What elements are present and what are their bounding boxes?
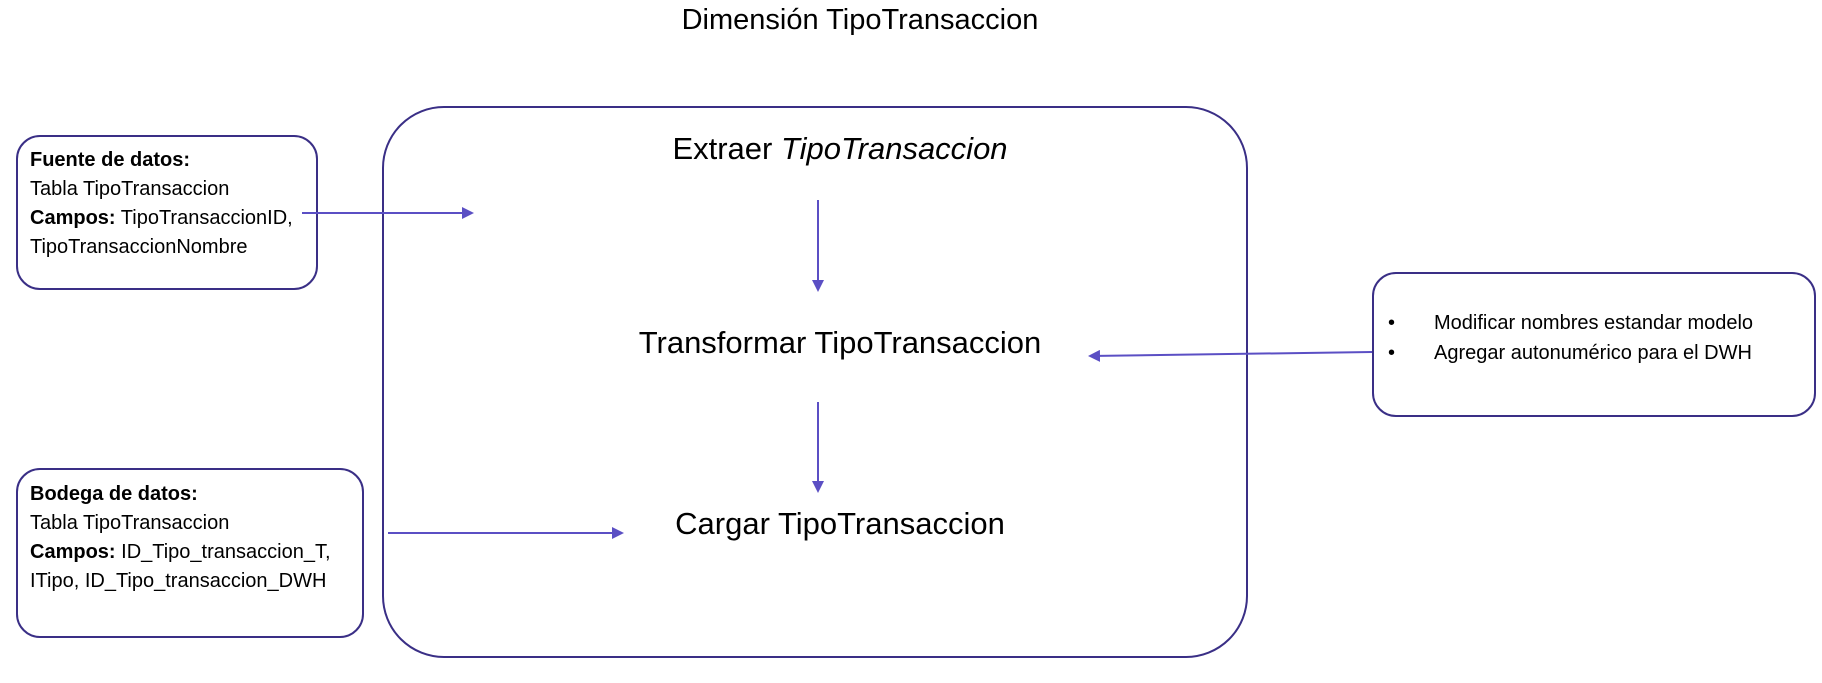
- data-source-table: Tabla TipoTransaccion: [30, 178, 230, 200]
- transform-note-item: Agregar autonumérico para el DWH: [1386, 338, 1753, 368]
- step-extract: Extraer TipoTransaccion: [520, 130, 1160, 168]
- etl-process-box: [382, 106, 1248, 658]
- data-warehouse-fields-line1: ID_Tipo_transaccion_T,: [115, 541, 331, 563]
- data-source-heading: Fuente de datos:: [30, 149, 191, 171]
- data-warehouse-content: Bodega de datos: Tabla TipoTransaccion C…: [30, 480, 331, 596]
- step-extract-entity: TipoTransaccion: [780, 131, 1008, 166]
- step-load: Cargar TipoTransaccion: [675, 506, 1005, 541]
- data-source-fields-label: Campos:: [30, 207, 116, 229]
- data-warehouse-fields-line2: ITipo, ID_Tipo_transaccion_DWH: [30, 570, 327, 592]
- data-source-content: Fuente de datos: Tabla TipoTransaccion C…: [30, 146, 293, 262]
- data-warehouse-box: [16, 468, 364, 638]
- step-transform: Transformar TipoTransaccion: [638, 325, 1042, 360]
- transform-notes-list: Modificar nombres estandar modelo Agrega…: [1386, 308, 1753, 368]
- data-warehouse-fields-label: Campos:: [30, 541, 116, 563]
- transform-notes-box: [1372, 272, 1816, 417]
- data-source-fields-line1: TipoTransaccionID,: [115, 207, 293, 229]
- data-warehouse-heading: Bodega de datos:: [30, 483, 198, 505]
- data-warehouse-table: Tabla TipoTransaccion: [30, 512, 230, 534]
- data-source-fields: Campos: TipoTransaccionID,: [30, 204, 293, 233]
- data-warehouse-fields: Campos: ID_Tipo_transaccion_T,: [30, 538, 331, 567]
- diagram-title: Dimensión TipoTransaccion: [681, 4, 1039, 36]
- data-source-fields-line2: TipoTransaccionNombre: [30, 236, 248, 258]
- step-extract-prefix: Extraer: [672, 131, 781, 166]
- transform-note-item: Modificar nombres estandar modelo: [1386, 308, 1753, 338]
